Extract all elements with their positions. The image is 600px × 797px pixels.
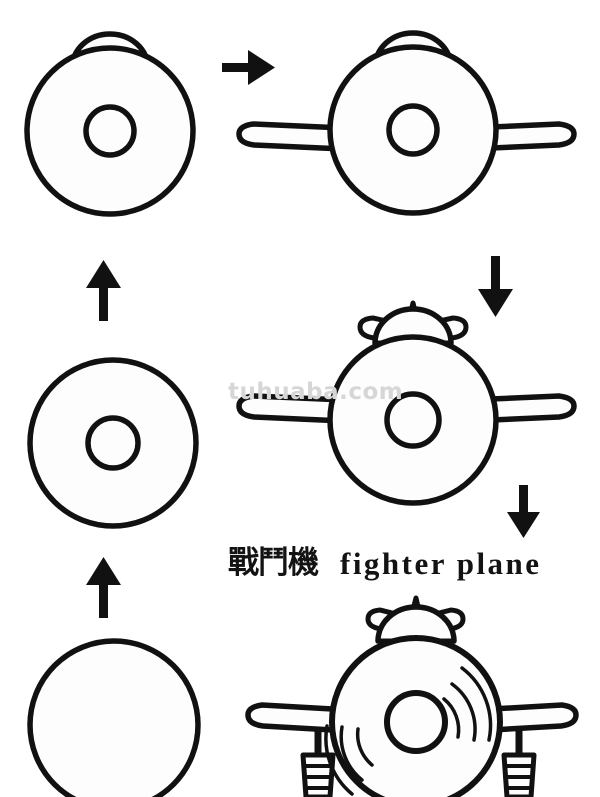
arrow-step3-to-step4 [222,50,275,85]
left-wing [236,393,347,424]
hub-circle [384,391,442,449]
arrow-step2-to-step3 [86,260,121,321]
hub-circle [386,103,440,157]
caption-chinese: 戰鬥機 [228,544,319,581]
arrow-step1-to-step2 [86,557,121,618]
left-wing [245,702,353,734]
hub-circle [85,415,141,471]
caption-english: fighter plane [340,545,542,581]
propeller-motion-arcs [324,666,493,796]
cockpit-dome [375,604,457,644]
left-wing [236,121,347,152]
caption: 戰鬥機 fighter plane [228,540,600,586]
hub-circle [384,690,448,754]
hub-circle [83,104,137,158]
right-landing-gear [501,719,537,797]
arrow-step5-to-step6 [507,485,540,538]
arrow-step4-to-step5 [478,256,513,317]
cockpit-dome [372,306,454,346]
